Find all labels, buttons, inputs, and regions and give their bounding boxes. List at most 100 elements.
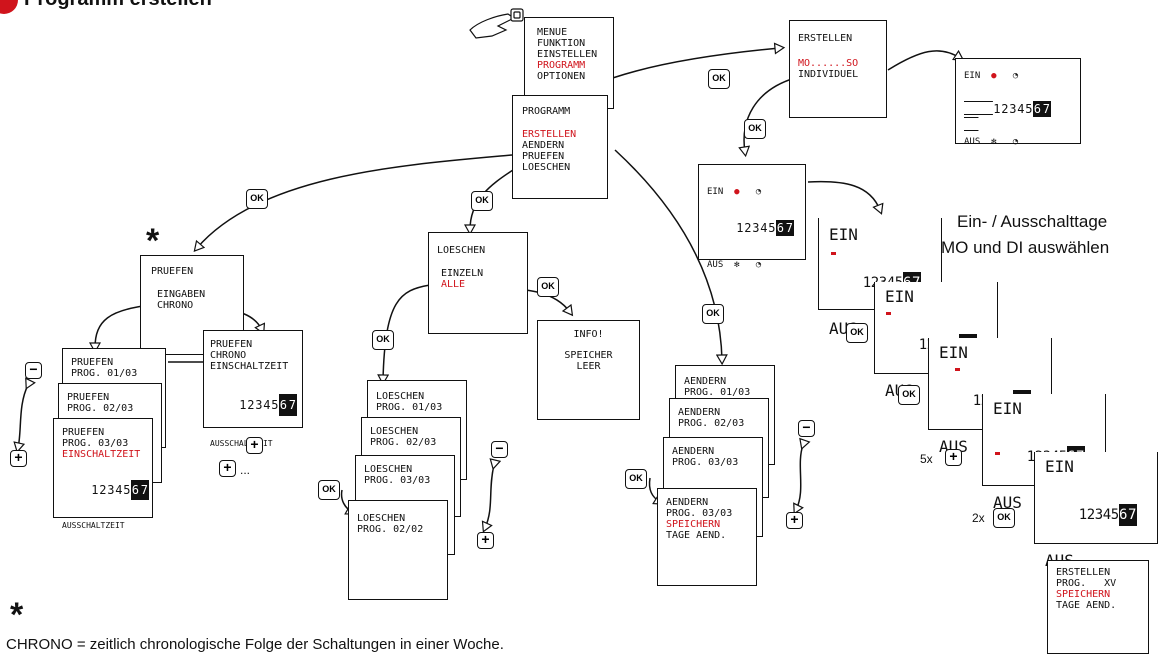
loeschen-title: LOESCHEN (437, 245, 527, 256)
day-digit: 1 (863, 272, 871, 294)
final-line: ERSTELLEN (1056, 567, 1148, 578)
card-line: LOESCHEN (376, 391, 466, 402)
minus-button[interactable]: − (798, 420, 815, 437)
ok-button[interactable]: OK (625, 469, 647, 489)
card-line: PROG. 02/02 (357, 524, 447, 535)
asterisk-marker: * (146, 224, 159, 258)
card-line-selected: SPEICHERN (666, 519, 756, 530)
final-line: TAGE AEND. (1056, 600, 1148, 611)
day-digit: 3 (752, 220, 760, 236)
info-line: INFO! (538, 329, 639, 340)
cursor-mark (886, 312, 891, 315)
menu-line: OPTIONEN (537, 71, 613, 82)
day-digit: 2 (744, 220, 752, 236)
day-digit-weekend: 7 (288, 394, 297, 416)
repeat-5x-label: 5x (920, 452, 933, 466)
day-digit: 4 (1017, 101, 1025, 117)
day-digit: 2 (1087, 504, 1095, 526)
minus-button[interactable]: − (491, 441, 508, 458)
plus-button[interactable]: + (246, 437, 263, 454)
day-digit: 4 (263, 394, 271, 416)
display-aus: AUS (964, 137, 980, 147)
card-line: EINSCHALTZEIT (210, 361, 302, 372)
minus-plus-arrow-right (796, 445, 803, 510)
ok-button[interactable]: OK (246, 189, 268, 209)
display-ein: EIN (964, 71, 980, 81)
cursor-mark (995, 452, 1000, 455)
erstellen-box: ERSTELLEN MO......SO INDIVIDUEL (789, 20, 887, 118)
footnote-text: CHRONO = zeitlich chronologische Folge d… (6, 636, 504, 653)
pruefen-prog-card: PRUEFEN PROG. 03/03 EINSCHALTZEIT 123456… (53, 418, 153, 518)
loeschen-item-alle: ALLE (437, 279, 527, 290)
ok-button[interactable]: OK (537, 277, 559, 297)
menu-line: EINSTELLEN (537, 49, 613, 60)
ok-button[interactable]: OK (898, 385, 920, 405)
day-digit: 5 (1111, 504, 1119, 526)
clock-icon: ◔ (1013, 71, 1018, 81)
day-digit: 5 (271, 394, 279, 416)
aendern-prog-card: AENDERN PROG. 03/03 SPEICHERN TAGE AEND. (657, 488, 757, 586)
card-line: PRUEFEN (210, 339, 302, 350)
day-digit-weekend: 6 (131, 480, 140, 500)
card-line: PROG. 03/03 (666, 508, 756, 519)
day-digit-weekend: 6 (279, 394, 288, 416)
ok-button[interactable]: OK (744, 119, 766, 139)
menu-line: MENUE (537, 27, 613, 38)
day-digit: 4 (760, 220, 768, 236)
plus-button[interactable]: + (477, 532, 494, 549)
day-digit: 5 (123, 480, 131, 500)
day-digit: 3 (255, 394, 263, 416)
footnote-asterisk: * (10, 598, 23, 632)
ok-button[interactable]: OK (708, 69, 730, 89)
info-line: LEER (538, 361, 639, 372)
plus-button[interactable]: + (10, 450, 27, 467)
day-digit: 1 (919, 334, 927, 356)
day-digit: 1 (973, 390, 981, 412)
ok-button[interactable]: OK (372, 330, 394, 350)
plus-button[interactable]: + (945, 449, 962, 466)
card-line: AUSSCHALTZEIT (62, 520, 152, 531)
plus-button[interactable]: + (786, 512, 803, 529)
ok-button[interactable]: OK (471, 191, 493, 211)
clock-icon: ◔ (756, 260, 761, 270)
card-line: AENDERN (684, 376, 774, 387)
card-line: AENDERN (678, 407, 768, 418)
ellipsis-label: ... (240, 463, 250, 477)
day-digit: 1 (239, 394, 247, 416)
ok-button[interactable]: OK (993, 508, 1015, 528)
hand-icon (470, 9, 523, 38)
arrow-erstellen-to-display (888, 51, 960, 70)
card-line: LOESCHEN (364, 464, 454, 475)
note-line-1: Ein- / Ausschalttage (957, 209, 1107, 235)
loeschen-item-einzeln: EINZELN (437, 268, 527, 279)
day-digit-weekend: 6 (1033, 101, 1042, 117)
programm-item-loeschen: LOESCHEN (522, 162, 607, 173)
day-digit: 2 (247, 394, 255, 416)
day-digit: 5 (768, 220, 776, 236)
day-digit: 5 (1025, 101, 1033, 117)
final-erstellen-box: ERSTELLEN PROG. XV SPEICHERN TAGE AEND. (1047, 560, 1149, 654)
plus-button[interactable]: + (219, 460, 236, 477)
display-ein: EIN (1045, 458, 1157, 476)
menu-line: FUNKTION (537, 38, 613, 49)
sun-icon: ✻ (991, 137, 996, 147)
info-box: INFO! SPEICHER LEER (537, 320, 640, 420)
final-line: PROG. XV (1056, 578, 1148, 589)
note-line-2: MO und DI auswählen (941, 235, 1109, 261)
ok-button[interactable]: OK (318, 480, 340, 500)
loeschen-box: LOESCHEN EINZELN ALLE (428, 232, 528, 334)
card-line: LOESCHEN (357, 513, 447, 524)
programm-item-pruefen: PRUEFEN (522, 151, 607, 162)
page-title: Programm erstellen (24, 0, 212, 11)
ok-button[interactable]: OK (702, 304, 724, 324)
minus-button[interactable]: − (25, 362, 42, 379)
day-digit: 4 (115, 480, 123, 500)
menu-line-selected: PROGRAMM (537, 60, 613, 71)
display-aus: AUS (707, 260, 723, 270)
cursor-mark (955, 368, 960, 371)
arrow-erstellen-to-individuel (744, 78, 795, 152)
ok-button[interactable]: OK (846, 323, 868, 343)
minus-plus-arrow-mid (485, 465, 494, 528)
programm-item-aendern: AENDERN (522, 140, 607, 151)
card-line: PROG. 03/03 (672, 457, 762, 468)
